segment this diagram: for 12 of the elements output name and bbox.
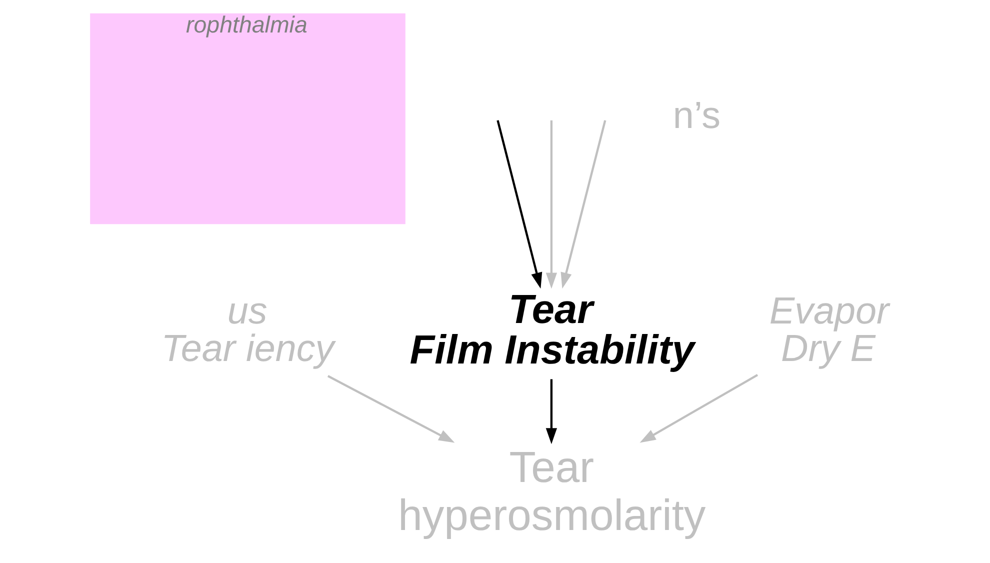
arrow: [496, 120, 542, 289]
arrow: [545, 120, 557, 289]
node-text: Tear hyperosmolarity: [398, 444, 706, 540]
label: n’s: [672, 94, 720, 137]
arrow: [560, 120, 606, 289]
node-text: Evapor Dry E: [768, 290, 889, 370]
node-text: us Tear iency: [160, 290, 334, 370]
arrow: [326, 375, 454, 443]
arrow: [545, 379, 557, 444]
node-text: Tear Film Instability: [409, 286, 694, 372]
node-box: rophthalmia: [90, 13, 405, 224]
arrow: [639, 374, 758, 443]
